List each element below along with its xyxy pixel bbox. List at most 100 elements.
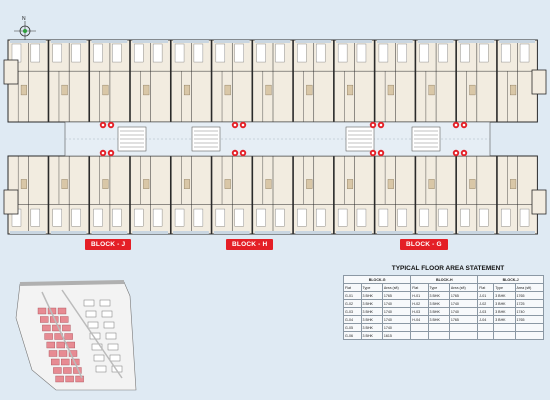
table-cell: 1765 xyxy=(448,291,479,300)
key-plan-block xyxy=(42,324,51,332)
table-cell: 3 BHK xyxy=(493,307,516,316)
key-plan-block-other xyxy=(103,321,115,329)
apartment-unit xyxy=(415,155,457,235)
apartment-unit xyxy=(89,39,131,123)
table-cell: 1740 xyxy=(381,315,412,324)
table-cell: 3 BHK xyxy=(360,323,383,332)
lift-icon xyxy=(107,121,115,129)
lift-icon xyxy=(239,149,247,157)
staircase-icon xyxy=(411,126,441,152)
table-cell: 3 BHK xyxy=(360,291,383,300)
key-plan-block-other xyxy=(109,354,121,362)
common-corridor xyxy=(64,121,491,157)
key-plan-block xyxy=(56,341,65,349)
table-cell: 3 BHK xyxy=(493,315,516,324)
compass-icon: N xyxy=(14,16,36,41)
key-plan-block xyxy=(65,375,74,383)
apartment-unit xyxy=(48,39,90,123)
key-plan-block xyxy=(68,350,78,357)
block-label-g: BLOCK - G xyxy=(400,239,448,250)
balcony xyxy=(531,189,547,215)
lift-icon xyxy=(452,121,460,129)
table-cell xyxy=(448,331,479,340)
key-plan-block xyxy=(60,316,69,323)
table-cell: H-01 xyxy=(410,291,429,300)
column-header: Flat xyxy=(477,283,495,292)
table-cell: 1765 xyxy=(514,291,545,300)
lift-icon xyxy=(231,149,239,157)
table-cell: H-02 xyxy=(410,299,429,308)
apartment-unit xyxy=(292,155,335,235)
block-h-header: BLOCK-H xyxy=(410,275,479,284)
apartment-unit xyxy=(252,39,294,123)
table-cell: G-01 xyxy=(343,291,362,300)
balcony xyxy=(531,69,547,95)
table-cell: 1740 xyxy=(448,299,479,308)
balcony xyxy=(3,59,19,85)
lift-icon xyxy=(99,121,107,129)
key-plan-block-other xyxy=(101,310,113,318)
key-plan-block xyxy=(52,324,61,332)
block-label-j: BLOCK - J xyxy=(85,239,132,250)
key-plan-block-other xyxy=(105,332,117,340)
table-cell: 1740 xyxy=(514,307,545,316)
apartment-unit xyxy=(170,39,212,123)
lift-icon xyxy=(369,121,377,129)
key-plan-block-other xyxy=(95,365,107,373)
key-plan-block xyxy=(61,358,70,366)
key-plan-block xyxy=(40,316,49,323)
key-plan-block xyxy=(62,324,71,332)
table-cell: G-03 xyxy=(343,307,362,316)
apartment-unit xyxy=(333,155,375,235)
lift-icon xyxy=(460,121,468,129)
table-cell: 3 BHK xyxy=(360,299,383,308)
table-cell xyxy=(493,331,516,340)
area-statement-table: BLOCK-G BLOCK-H BLOCK-J Flat Type Area (sf… xyxy=(342,275,545,340)
table-cell: 1740 xyxy=(448,307,479,316)
lift-icon xyxy=(377,121,385,129)
apartment-unit xyxy=(48,155,90,235)
key-plan xyxy=(15,280,137,391)
table-cell: 3 BHK xyxy=(493,291,516,300)
internal-roads xyxy=(41,289,123,379)
key-plan-block xyxy=(48,350,58,357)
apartment-unit xyxy=(496,39,538,123)
apartment-unit xyxy=(415,39,457,123)
key-plan-block-other xyxy=(99,299,111,307)
apartment-unit xyxy=(455,39,498,123)
lift-icon xyxy=(231,121,239,129)
key-plan-block xyxy=(46,341,55,349)
column-header: Area (sft) xyxy=(448,283,479,292)
table-cell xyxy=(514,331,545,340)
key-plan-block xyxy=(44,333,53,340)
staircase-icon xyxy=(117,126,147,152)
table-cell: 1725 xyxy=(514,299,545,308)
key-plan-block-other xyxy=(83,299,95,307)
column-header: Type xyxy=(360,283,383,292)
site-boundary xyxy=(15,280,137,391)
table-cell: G-06 xyxy=(343,331,362,340)
key-plan-block-other xyxy=(85,310,97,318)
key-plan-block-other xyxy=(91,343,103,351)
table-cell: H-03 xyxy=(410,307,429,316)
table-cell xyxy=(427,323,450,332)
table-cell: 1615 xyxy=(381,331,412,340)
block-label-h: BLOCK - H xyxy=(226,239,274,250)
table-block-header-row: BLOCK-G BLOCK-H BLOCK-J xyxy=(342,275,544,284)
table-cell xyxy=(477,331,495,340)
table-cell: G-05 xyxy=(343,323,362,332)
lift-icon xyxy=(107,149,115,157)
apartment-unit xyxy=(455,155,498,235)
lift-icon xyxy=(99,149,107,157)
area-statement-title: TYPICAL FLOOR AREA STATEMENT xyxy=(391,265,505,272)
key-plan-block xyxy=(55,375,64,383)
table-cell xyxy=(477,323,495,332)
apartment-unit xyxy=(129,155,172,235)
compass-north-label: N xyxy=(22,16,26,22)
table-cell xyxy=(448,323,479,332)
